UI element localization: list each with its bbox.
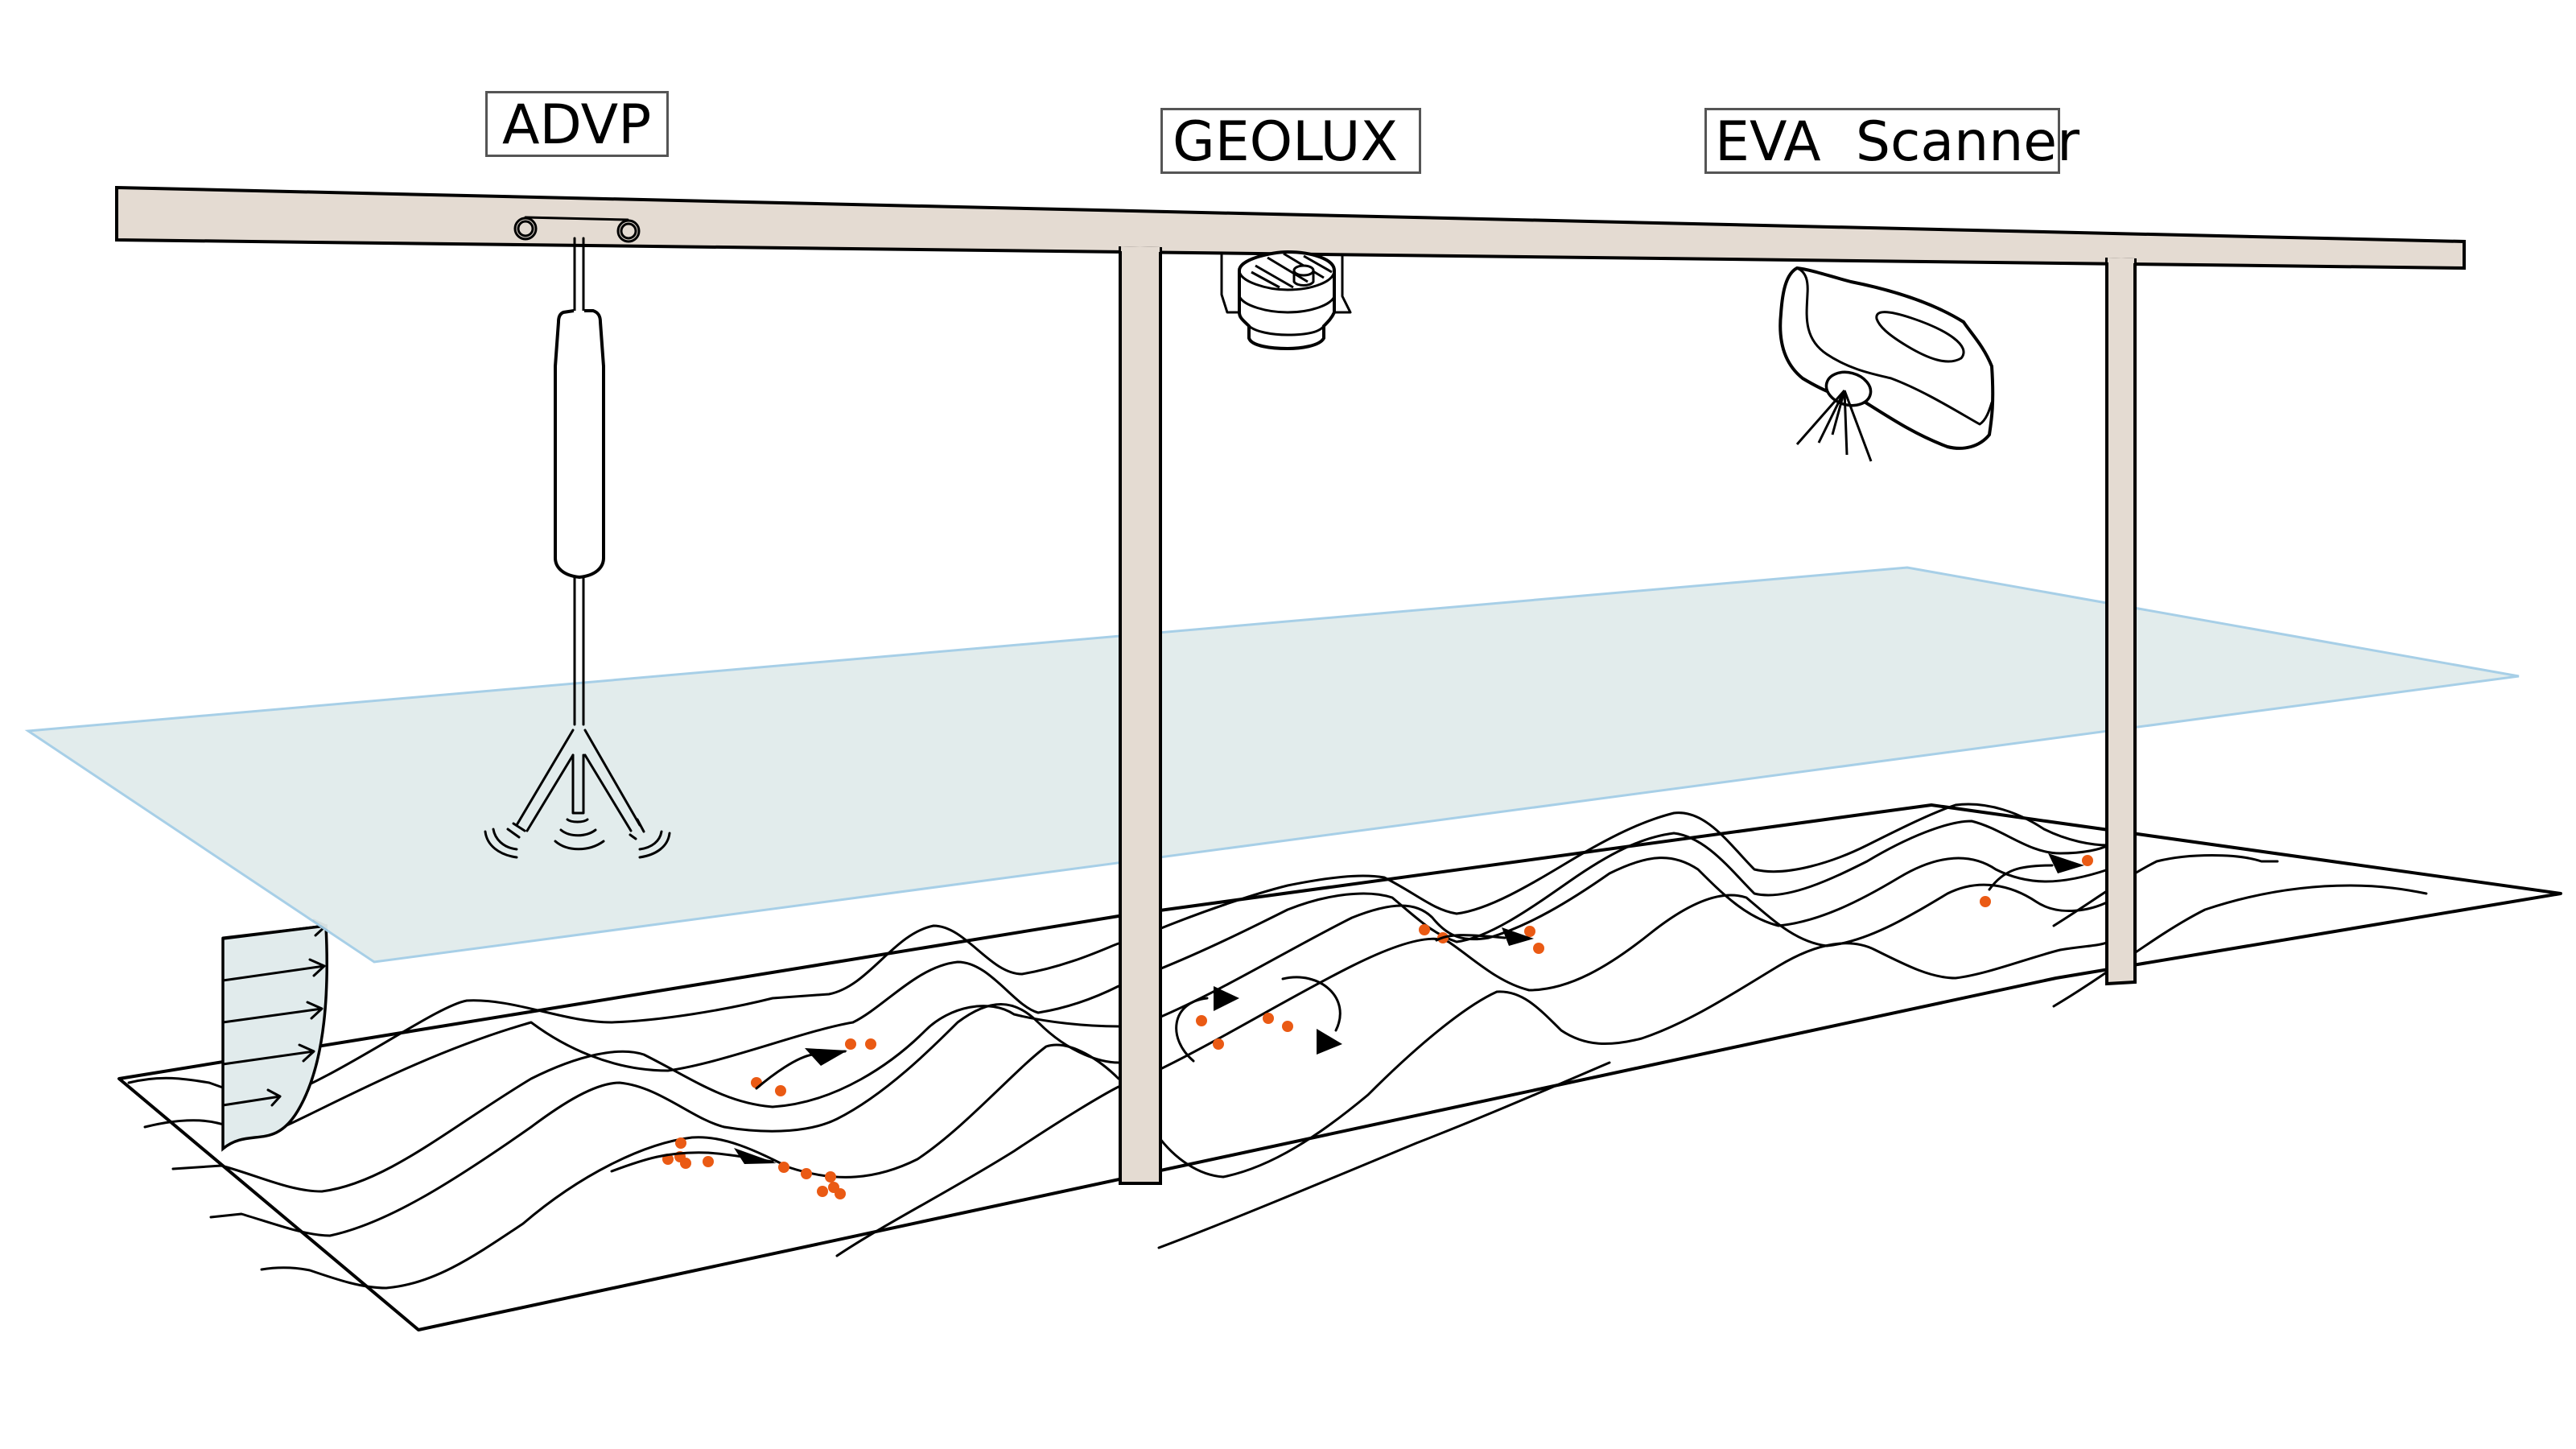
bed-line: [1157, 1061, 1611, 1249]
sediment-particle: [1196, 1015, 1207, 1026]
bed-line: [2052, 854, 2279, 927]
water-surface-plane: [24, 566, 2520, 964]
bed-line: [1156, 940, 2110, 1179]
arrowhead-icon: [1317, 1029, 1342, 1055]
acoustic-doppler-velocity-profiler-icon: [484, 216, 671, 859]
geolux-label: GEOLUX: [1160, 108, 1421, 174]
bed-line: [1156, 857, 2110, 1020]
eva-scanner-label: EVA Scanner: [1704, 108, 2079, 174]
carriage-leg-middle: [1119, 246, 1162, 1185]
bed-line: [1156, 819, 2110, 972]
particle-trajectory-arrows: [610, 853, 2084, 1173]
bed-line: [260, 1043, 1120, 1290]
arrowhead-icon: [2048, 853, 2084, 873]
bed-line: [1156, 883, 2110, 1072]
arrowhead-icon: [1214, 986, 1239, 1011]
velocity-arrow: [221, 1043, 315, 1066]
bed-line: [835, 1085, 1120, 1257]
carriage-leg-right: [2105, 257, 2137, 986]
sediment-particle: [675, 1137, 686, 1149]
sediment-particle: [680, 1158, 691, 1169]
handheld-3d-scanner-icon: [1778, 266, 1995, 462]
sediment-particle: [835, 1188, 846, 1199]
instrument-carriage-beam: [115, 185, 2466, 1185]
sediment-particles: [662, 855, 2093, 1199]
arrowhead-icon: [1502, 927, 1534, 946]
bed-line: [127, 924, 1120, 1104]
sediment-particle: [1980, 896, 1991, 907]
sediment-particle: [1533, 943, 1544, 954]
advp-label: ADVP: [485, 91, 669, 157]
sediment-particle: [865, 1038, 876, 1050]
radar-sensor-icon: [1220, 250, 1352, 351]
carriage-top-beam: [115, 185, 2466, 270]
arrowhead-icon: [734, 1148, 777, 1164]
sediment-particle: [1213, 1038, 1224, 1050]
bed-line: [209, 1003, 1120, 1237]
velocity-arrow: [221, 958, 326, 982]
sediment-particle: [703, 1156, 714, 1167]
sediment-particle: [801, 1168, 812, 1179]
sediment-particle: [825, 1171, 836, 1183]
sediment-particle: [1263, 1013, 1274, 1024]
sediment-particle: [1524, 926, 1535, 937]
bed-line: [1156, 803, 2110, 931]
velocity-arrow: [221, 1088, 282, 1107]
sediment-particle: [817, 1186, 828, 1197]
sediment-particle: [1419, 924, 1430, 935]
sediment-particle: [845, 1038, 856, 1050]
sediment-particle: [778, 1162, 789, 1173]
sediment-particle: [1282, 1021, 1293, 1032]
arrowhead-icon: [805, 1048, 847, 1066]
sediment-particle: [2082, 855, 2093, 866]
velocity-arrow: [221, 1001, 324, 1024]
velocity-profile: [221, 919, 328, 1152]
bed-line: [143, 960, 1120, 1137]
sediment-particle: [775, 1085, 786, 1096]
sediment-particle: [751, 1077, 762, 1088]
